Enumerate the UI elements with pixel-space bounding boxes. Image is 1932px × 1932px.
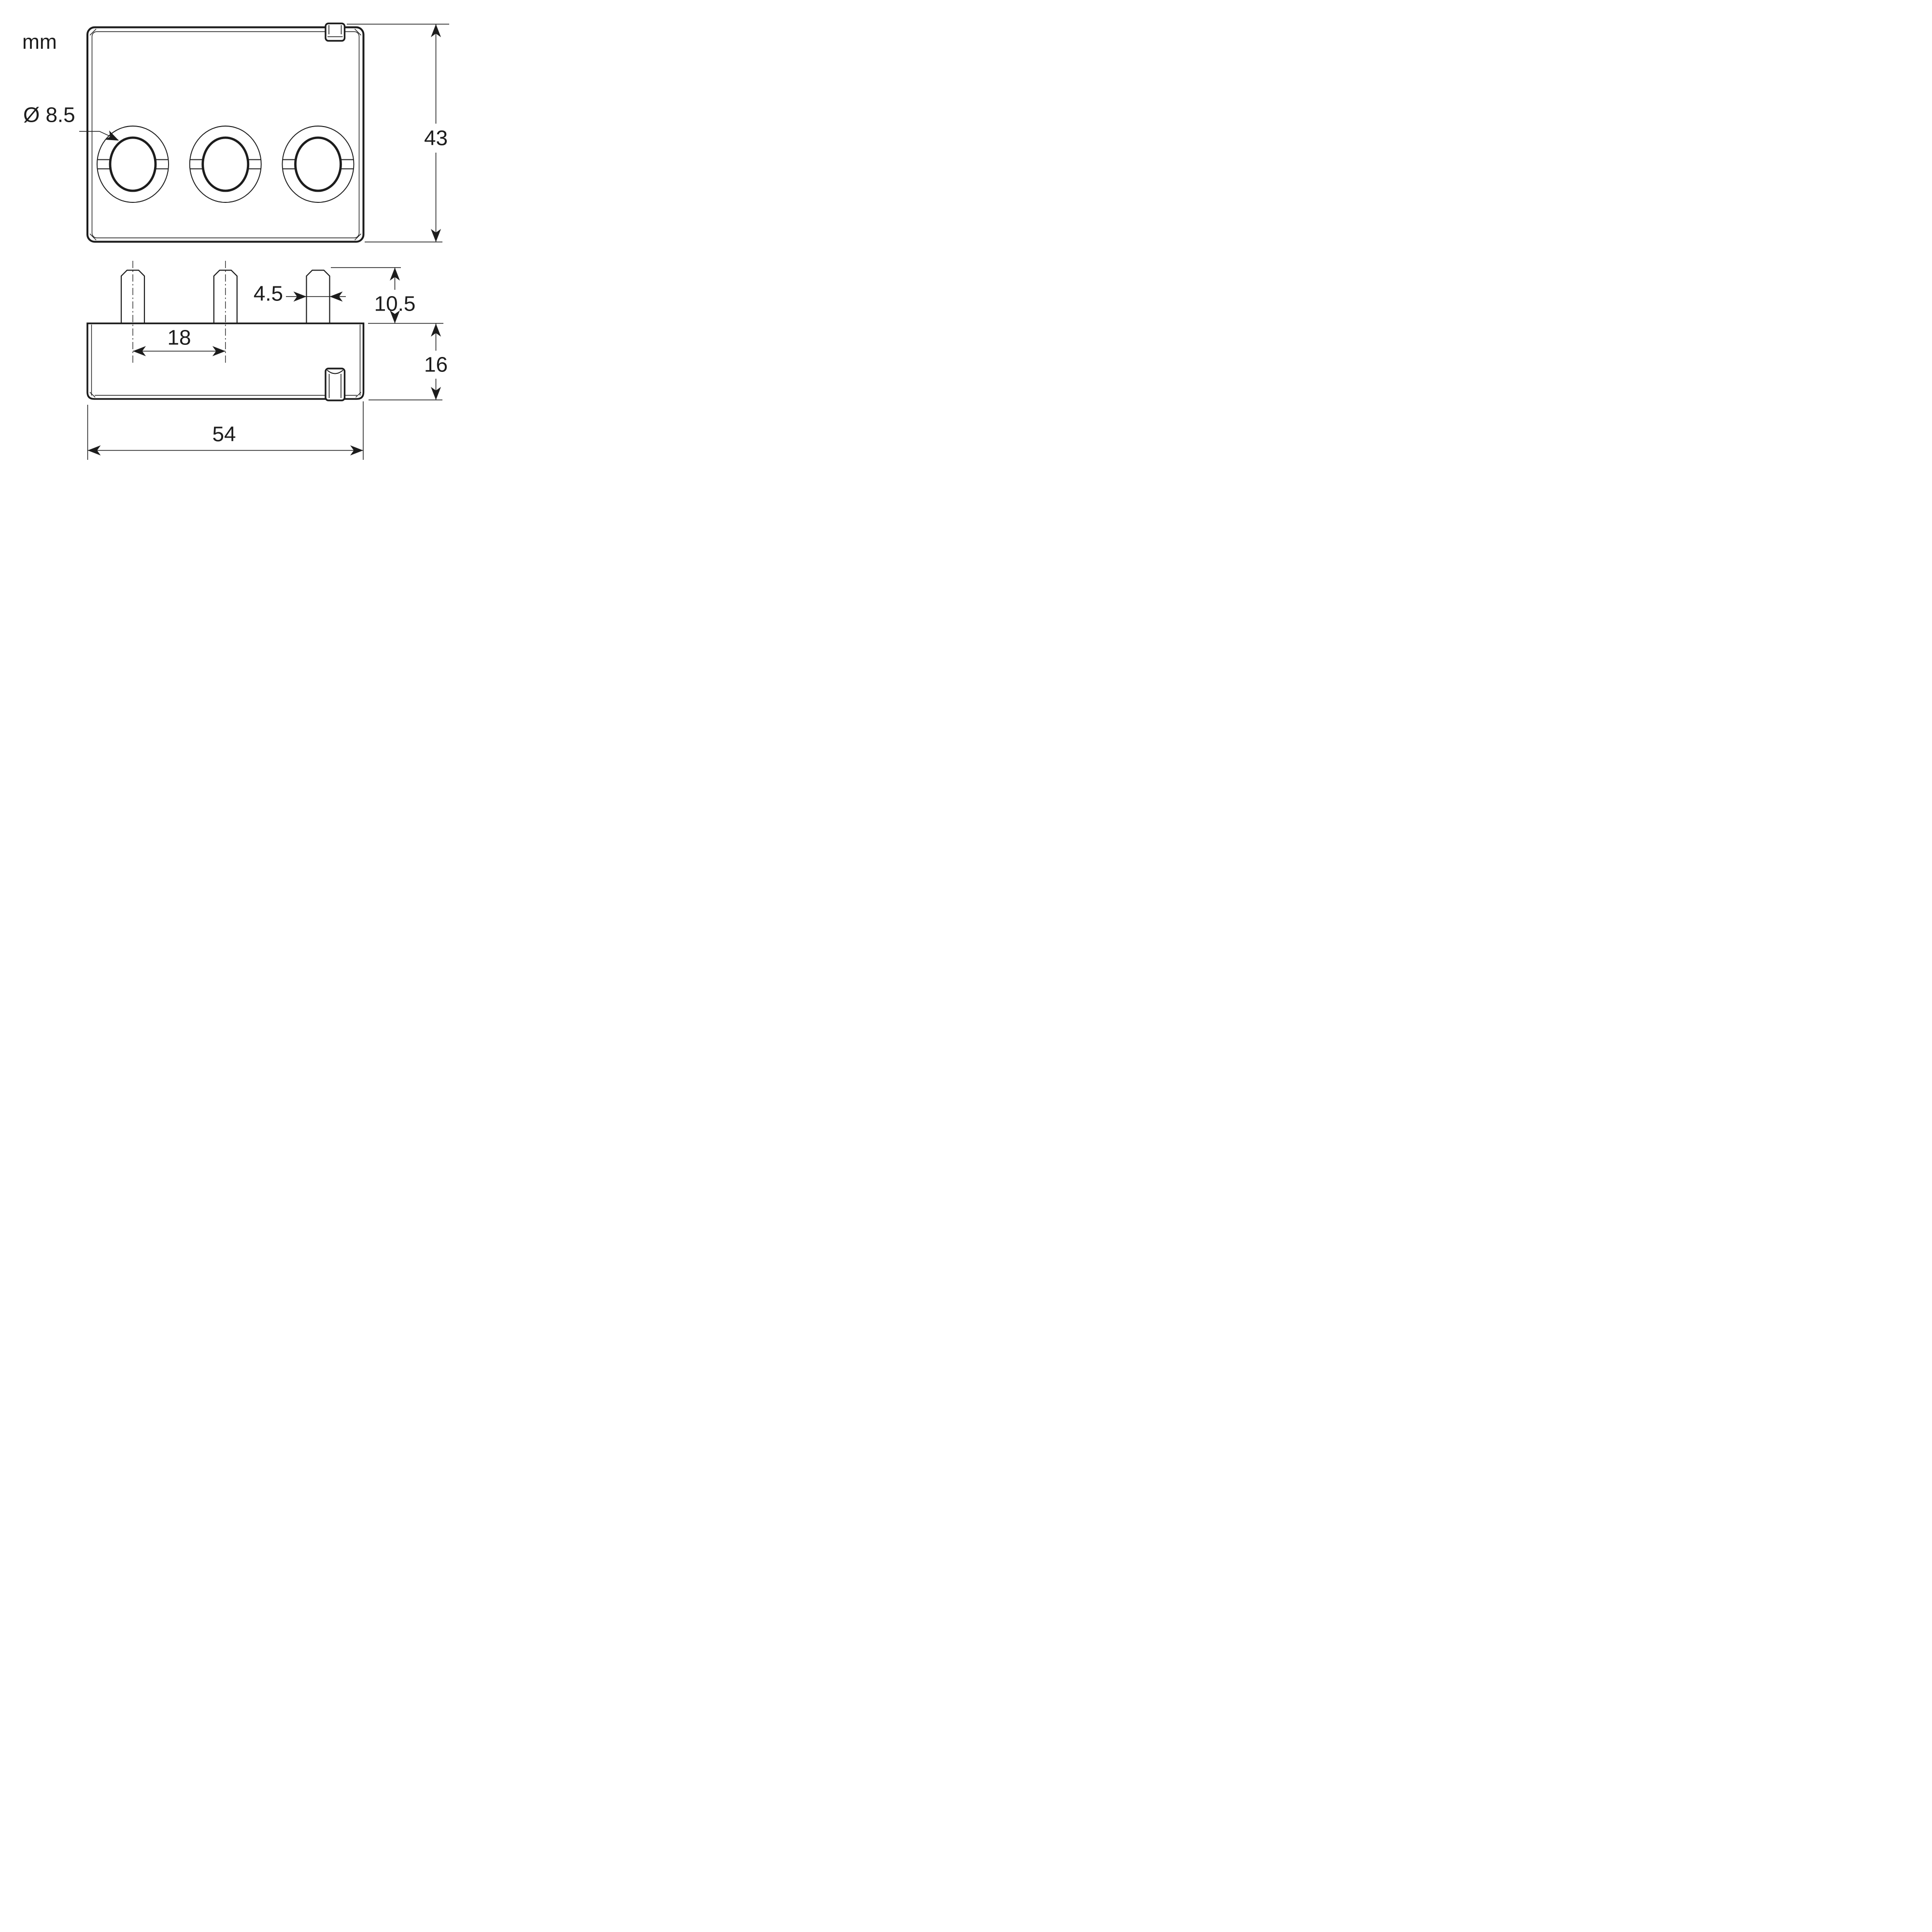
dim-plate-height: 43 bbox=[347, 24, 449, 242]
dim-54-value: 54 bbox=[213, 423, 236, 446]
hole-2-slot-right bbox=[248, 159, 261, 170]
hole-1-slot-left bbox=[98, 159, 110, 170]
pin-3 bbox=[306, 270, 330, 325]
dim-16-arrow-up bbox=[431, 324, 441, 337]
body-corner-chamfer-bl bbox=[89, 392, 96, 398]
dim-10p5-value: 10.5 bbox=[374, 292, 416, 316]
dim-18-arrow-left bbox=[133, 346, 146, 356]
clip-tab-outline bbox=[325, 22, 346, 42]
hole-diameter-arrowhead bbox=[105, 130, 119, 141]
clip-tab-side-inner-lines bbox=[328, 374, 341, 398]
hole-1-slot-right bbox=[156, 159, 168, 170]
plate-edge-inset-line bbox=[91, 31, 360, 239]
dim-pin-height: 10.5 bbox=[331, 267, 443, 324]
bottom-view bbox=[86, 261, 365, 401]
dim-hole-diameter: Ø 8.5 bbox=[23, 103, 119, 141]
dim-16-value: 16 bbox=[424, 353, 448, 377]
plate-corner-chamfer-br bbox=[355, 233, 361, 241]
hole-2-recess-ring bbox=[189, 126, 262, 203]
hole-1 bbox=[97, 126, 169, 203]
clip-tab-side-arc bbox=[327, 370, 343, 374]
dim-body-height: 16 bbox=[369, 324, 448, 400]
dim-43-value: 43 bbox=[424, 127, 448, 150]
plate-corner-chamfer-tl bbox=[89, 28, 97, 36]
dim-43-arrow-up bbox=[431, 24, 441, 37]
hole-2 bbox=[189, 126, 262, 203]
clip-tab-inner-lines bbox=[328, 25, 342, 34]
dim-43-arrow-down bbox=[431, 229, 441, 242]
dim-16-arrow-down bbox=[431, 387, 441, 400]
dimension-drawing: mm bbox=[22, 22, 449, 460]
dim-54-arrow-left bbox=[87, 445, 101, 455]
hole-3-slot-left bbox=[283, 159, 296, 170]
dim-10p5-arrow-up bbox=[390, 268, 400, 281]
top-view bbox=[86, 22, 365, 243]
dim-4p5-value: 4.5 bbox=[254, 282, 283, 306]
hole-3-recess-ring bbox=[282, 126, 355, 203]
units-label: mm bbox=[22, 30, 57, 54]
dim-54-arrow-right bbox=[350, 445, 363, 455]
body-corner-chamfer-br bbox=[355, 392, 361, 398]
hole-1-recess-ring bbox=[97, 126, 169, 203]
dim-pin-spacing: 18 bbox=[133, 326, 226, 356]
dim-4p5-arrow-left bbox=[329, 291, 343, 302]
hole-diameter-label: Ø 8.5 bbox=[23, 103, 75, 127]
pin-2 bbox=[213, 270, 238, 325]
hole-2-slot-left bbox=[190, 159, 203, 170]
dim-4p5-arrow-right bbox=[293, 291, 307, 302]
dim-pin-width: 4.5 bbox=[254, 282, 346, 306]
dim-body-width: 54 bbox=[87, 401, 364, 460]
plate-corner-chamfer-tr bbox=[355, 28, 361, 36]
hole-3-slot-right bbox=[341, 159, 354, 170]
plate-corner-chamfer-bl bbox=[89, 233, 97, 241]
dim-18-value: 18 bbox=[168, 326, 191, 350]
hole-3-bore bbox=[294, 136, 342, 192]
plate-outline bbox=[86, 26, 365, 243]
hole-2-bore bbox=[201, 136, 250, 192]
technical-drawing-page: mm bbox=[0, 0, 483, 483]
top-view-clip-tab bbox=[325, 22, 346, 42]
hole-1-bore bbox=[109, 136, 157, 192]
bottom-view-clip-tab bbox=[325, 368, 346, 401]
dim-10p5-arrow-down bbox=[390, 310, 400, 324]
hole-3 bbox=[282, 126, 355, 203]
pin-1 bbox=[120, 270, 145, 325]
dim-18-arrow-right bbox=[212, 346, 226, 356]
clip-tab-side-outline bbox=[325, 368, 346, 401]
